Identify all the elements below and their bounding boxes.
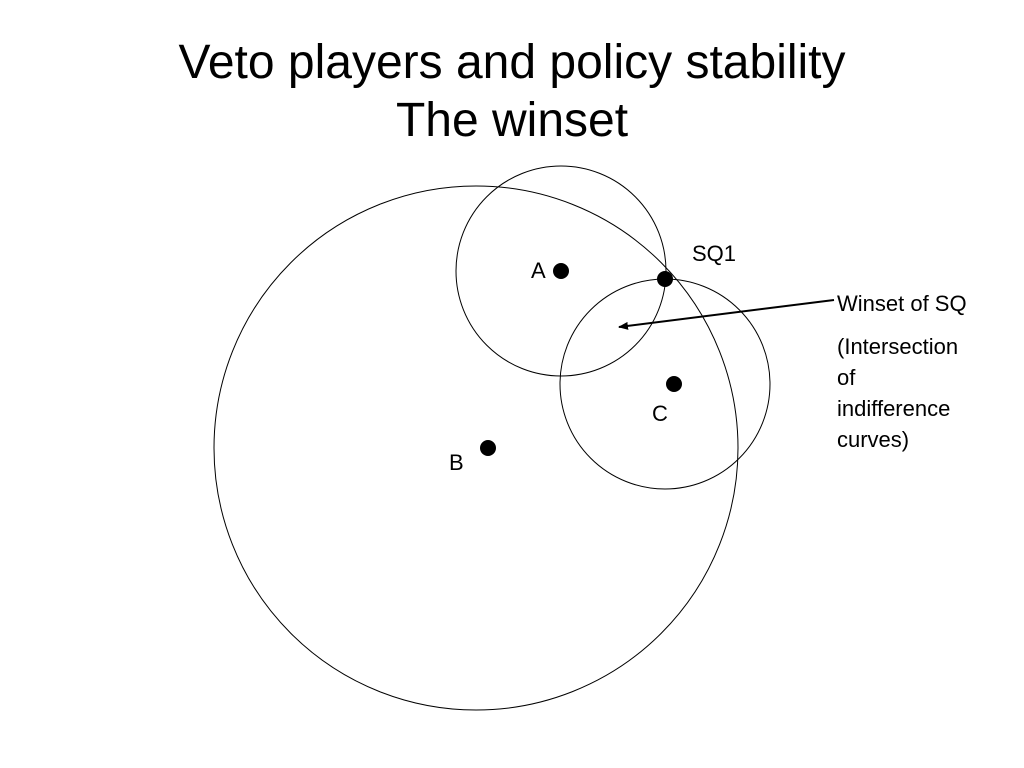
title-line-1: Veto players and policy stability <box>178 36 846 89</box>
point-c-marker <box>666 376 682 392</box>
winset-label: Winset of SQ <box>837 291 967 316</box>
explanation-line-1: (Intersection <box>837 334 959 359</box>
point-a-marker <box>553 263 569 279</box>
explanation-line-2: of <box>837 365 856 390</box>
winset-arrow <box>618 299 835 330</box>
point-c-label: C <box>652 401 668 426</box>
point-b-label: B <box>449 450 464 475</box>
winset-annotation: Winset of SQ (Intersection of indifferen… <box>837 288 1007 455</box>
point-sq-label: SQ1 <box>692 241 736 266</box>
indifference-circle-c <box>559 278 771 490</box>
explanation-line-3: indifference <box>837 396 951 421</box>
point-b-marker <box>480 440 496 456</box>
point-sq-marker <box>657 271 673 287</box>
point-a-label: A <box>531 258 546 283</box>
indifference-circle-a <box>455 165 667 377</box>
indifference-circle-b <box>213 185 739 711</box>
explanation-line-4: curves) <box>837 427 910 452</box>
title-line-2: The winset <box>395 94 629 147</box>
slide-title: Veto players and policy stability The wi… <box>0 34 1024 150</box>
